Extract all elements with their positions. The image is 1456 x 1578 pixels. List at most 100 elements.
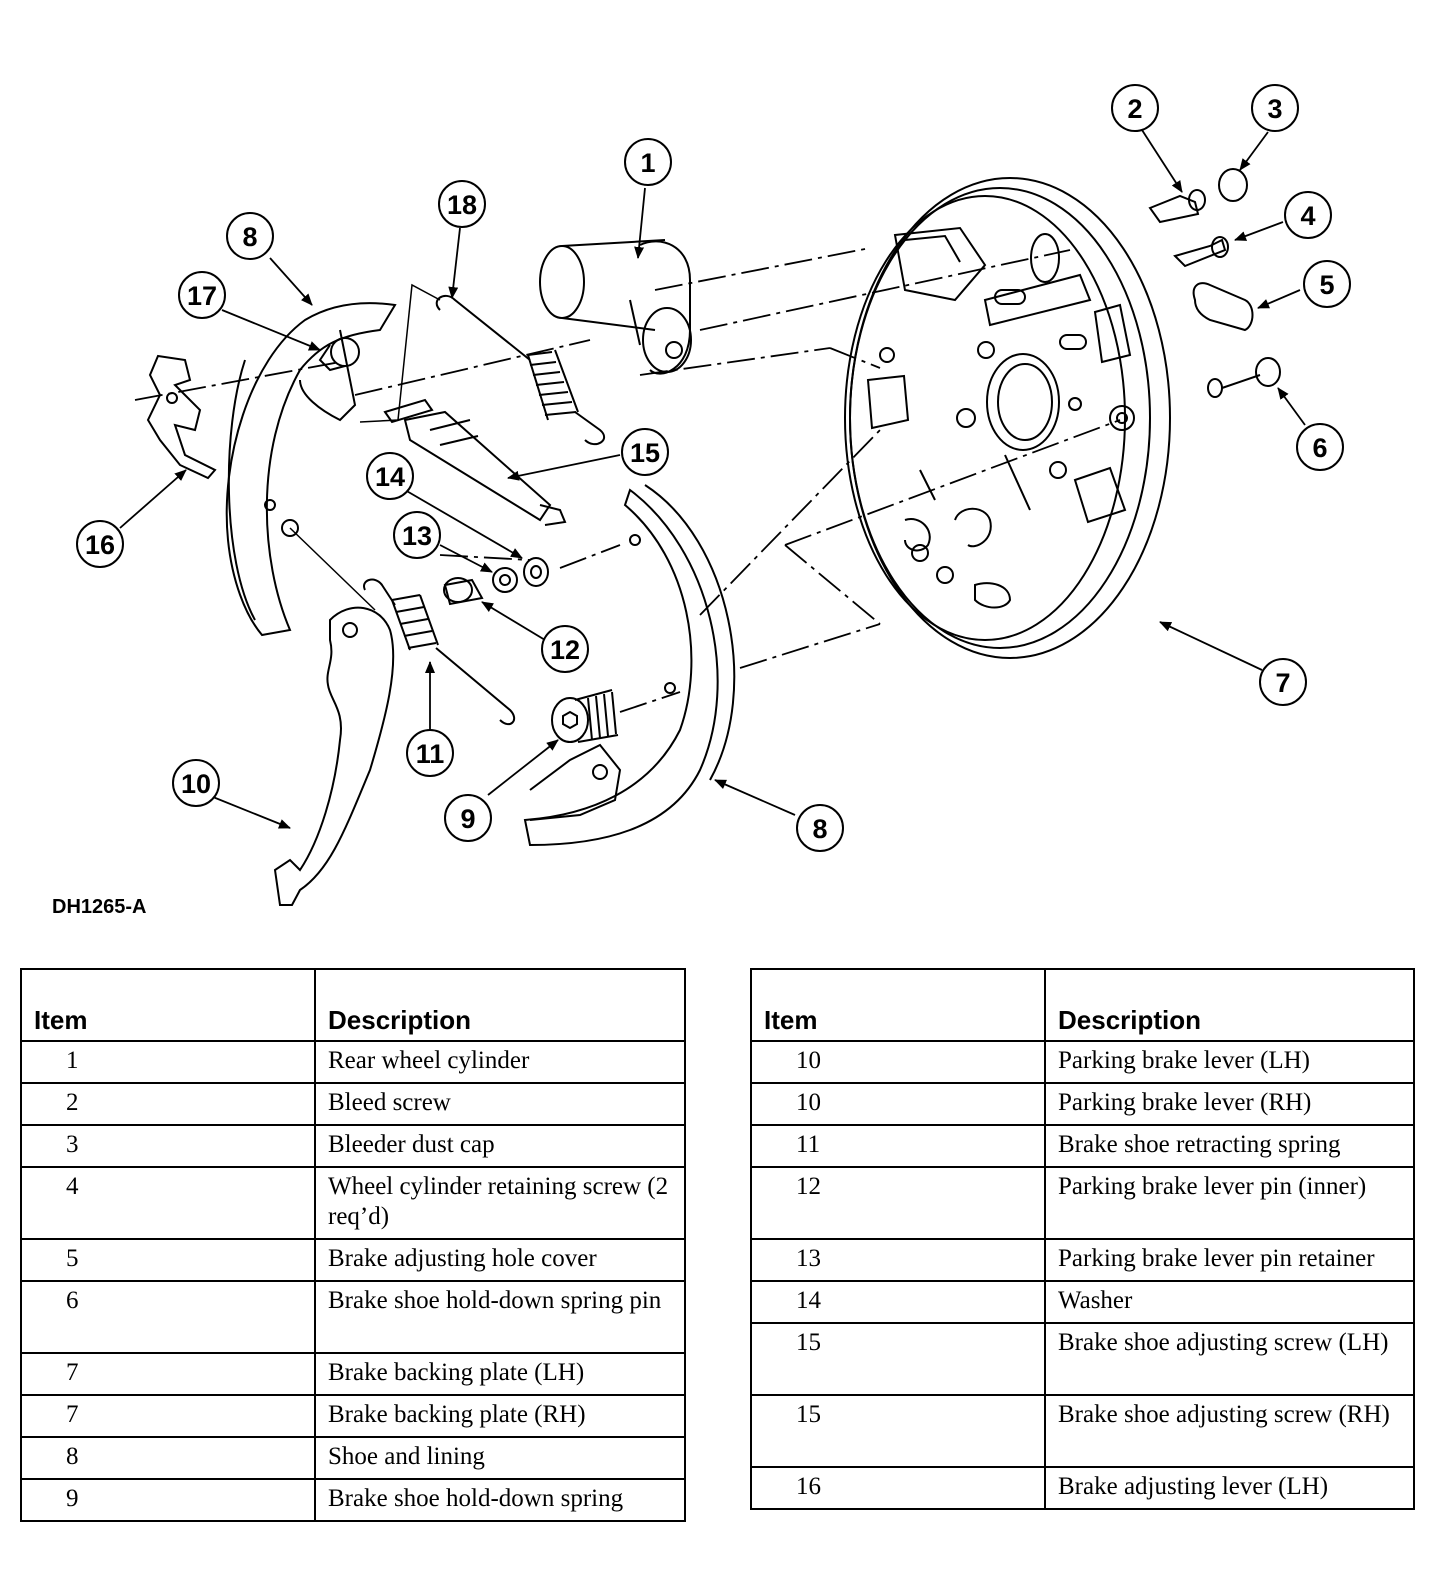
rear-wheel-cylinder (539, 239, 692, 375)
item-cell: 1 (20, 1040, 316, 1084)
svg-text:17: 17 (187, 281, 217, 311)
callout-4: 4 (1284, 191, 1332, 239)
column-header-item: Item (20, 968, 316, 1042)
svg-text:14: 14 (375, 462, 405, 492)
callout-17: 17 (178, 271, 226, 319)
column-header-description: Description (1044, 968, 1415, 1042)
callout-12: 12 (541, 625, 589, 673)
item-cell: 6 (20, 1280, 316, 1354)
column-header-description: Description (314, 968, 686, 1042)
parking-brake-lever (273, 606, 395, 906)
callout-6: 6 (1296, 423, 1344, 471)
callout-8-upper: 8 (226, 212, 274, 260)
hold-down-spring (551, 689, 619, 743)
callout-8-lower: 8 (796, 804, 844, 852)
svg-text:5: 5 (1319, 270, 1334, 300)
callout-1: 1 (624, 138, 672, 186)
svg-text:2: 2 (1127, 94, 1142, 124)
svg-text:6: 6 (1312, 433, 1327, 463)
item-cell: 8 (20, 1436, 316, 1480)
svg-text:4: 4 (1300, 201, 1315, 231)
small-hardware (1148, 168, 1281, 398)
svg-text:9: 9 (460, 804, 475, 834)
brake-backing-plate (844, 177, 1171, 659)
description-cell: Parking brake lever (LH) (1044, 1040, 1415, 1084)
item-cell: 9 (20, 1478, 316, 1522)
retracting-spring (363, 578, 516, 726)
figure-id: DH1265-A (52, 896, 147, 918)
callout-18: 18 (438, 180, 486, 228)
adjusting-screw-assembly (383, 398, 567, 526)
callout-14: 14 (366, 452, 414, 500)
svg-text:1: 1 (640, 148, 655, 178)
svg-text:15: 15 (630, 438, 660, 468)
callout-15: 15 (621, 428, 669, 476)
svg-text:8: 8 (812, 814, 827, 844)
svg-text:16: 16 (85, 530, 115, 560)
item-cell: 13 (750, 1238, 1046, 1282)
svg-text:12: 12 (550, 635, 580, 665)
description-cell: Brake shoe hold-down spring (314, 1478, 686, 1522)
callout-7: 7 (1259, 658, 1307, 706)
svg-text:8: 8 (242, 222, 257, 252)
description-cell: Bleeder dust cap (314, 1124, 686, 1168)
table-header-row: Item Description (20, 968, 686, 1042)
right-brake-shoe (523, 484, 736, 847)
description-cell: Brake shoe retracting spring (1044, 1124, 1415, 1168)
leader-arrows (119, 129, 1306, 829)
description-cell: Brake shoe adjusting screw (LH) (1044, 1322, 1415, 1396)
callout-16: 16 (76, 520, 124, 568)
upper-return-spring (435, 294, 606, 446)
svg-text:18: 18 (447, 190, 477, 220)
svg-text:7: 7 (1275, 668, 1290, 698)
item-cell: 11 (750, 1124, 1046, 1168)
description-cell: Wheel cylinder retaining screw (2 req’d) (314, 1166, 686, 1240)
table-header-row: Item Description (750, 968, 1415, 1042)
item-cell: 15 (750, 1322, 1046, 1396)
description-cell: Brake adjusting lever (LH) (1044, 1466, 1415, 1510)
description-cell: Parking brake lever pin retainer (1044, 1238, 1415, 1282)
callout-3: 3 (1251, 84, 1299, 132)
svg-text:3: 3 (1267, 94, 1282, 124)
item-cell: 7 (20, 1352, 316, 1396)
item-cell: 5 (20, 1238, 316, 1282)
description-cell: Bleed screw (314, 1082, 686, 1126)
description-cell: Brake shoe hold-down spring pin (314, 1280, 686, 1354)
svg-text:10: 10 (181, 769, 211, 799)
description-cell: Rear wheel cylinder (314, 1040, 686, 1084)
callout-9: 9 (444, 794, 492, 842)
item-cell: 2 (20, 1082, 316, 1126)
item-cell: 15 (750, 1394, 1046, 1468)
callout-10: 10 (172, 759, 220, 807)
item-cell: 7 (20, 1394, 316, 1438)
item-cell: 4 (20, 1166, 316, 1240)
description-cell: Shoe and lining (314, 1436, 686, 1480)
item-cell: 16 (750, 1466, 1046, 1510)
item-cell: 3 (20, 1124, 316, 1168)
description-cell: Parking brake lever pin (inner) (1044, 1166, 1415, 1240)
column-header-item: Item (750, 968, 1046, 1042)
description-cell: Brake shoe adjusting screw (RH) (1044, 1394, 1415, 1468)
lever-pin-parts (318, 337, 549, 606)
description-cell: Washer (1044, 1280, 1415, 1324)
item-cell: 12 (750, 1166, 1046, 1240)
left-brake-shoe (225, 302, 397, 637)
